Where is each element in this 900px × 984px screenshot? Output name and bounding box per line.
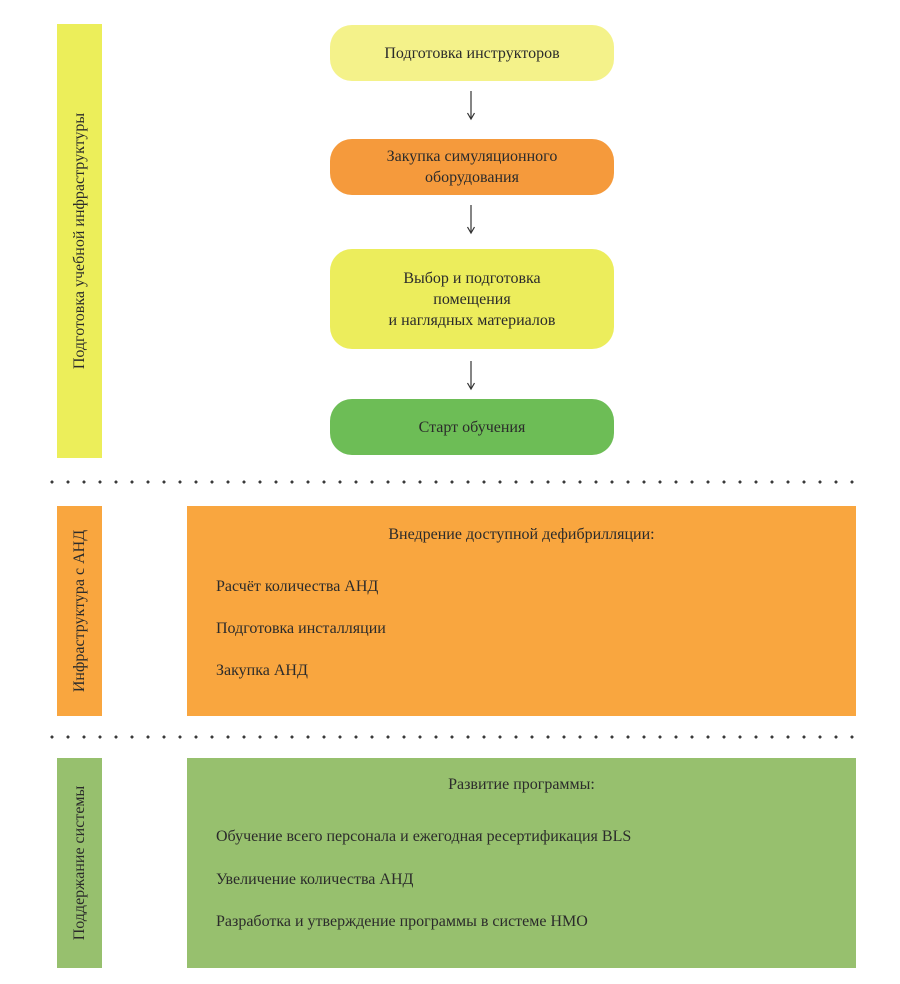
band-infrastructure: Подготовка учебной инфраструктуры xyxy=(57,24,102,458)
aed-panel-item: Закупка АНД xyxy=(216,662,308,679)
support-panel-item: Увеличение количества АНД xyxy=(216,871,414,888)
support-panel-title: Развитие программы: xyxy=(448,776,595,793)
flow-step-start-label: Старт обучения xyxy=(418,418,526,436)
flow-step-equipment: Закупка симуляционного оборудования xyxy=(330,139,614,195)
aed-panel-item: Расчёт количества АНД xyxy=(216,578,379,595)
flow-step-instructors-label: Подготовка инструкторов xyxy=(384,44,560,62)
flow-step-instructors: Подготовка инструкторов xyxy=(330,25,614,81)
arrow-down-icon xyxy=(466,91,476,121)
band-infrastructure-label: Подготовка учебной инфраструктуры xyxy=(70,112,88,370)
band-aed-label: Инфраструктура с АНД xyxy=(70,529,88,693)
aed-panel-title: Внедрение доступной дефибрилляции: xyxy=(388,526,655,543)
flow-step-start: Старт обучения xyxy=(330,399,614,455)
support-panel-item: Обучение всего персонала и ежегодная рес… xyxy=(216,828,632,845)
arrow-down-icon xyxy=(466,361,476,391)
aed-panel-item: Подготовка инсталляции xyxy=(216,620,386,637)
arrow-down-icon xyxy=(466,205,476,235)
band-support-label: Поддержание системы xyxy=(70,785,88,941)
flow-step-premises: Выбор и подготовка помещения и наглядных… xyxy=(330,249,614,349)
aed-panel: Внедрение доступной дефибрилляции: Расчё… xyxy=(187,506,856,716)
support-panel: Развитие программы: Обучение всего персо… xyxy=(187,758,856,968)
band-aed: Инфраструктура с АНД xyxy=(57,506,102,716)
band-support: Поддержание системы xyxy=(57,758,102,968)
support-panel-item: Разработка и утверждение программы в сис… xyxy=(216,913,588,930)
flow-step-premises-label: Выбор и подготовка помещения и наглядных… xyxy=(388,269,556,329)
dotted-separator xyxy=(44,735,856,739)
dotted-separator xyxy=(44,480,856,484)
flow-step-equipment-label: Закупка симуляционного оборудования xyxy=(386,148,558,186)
